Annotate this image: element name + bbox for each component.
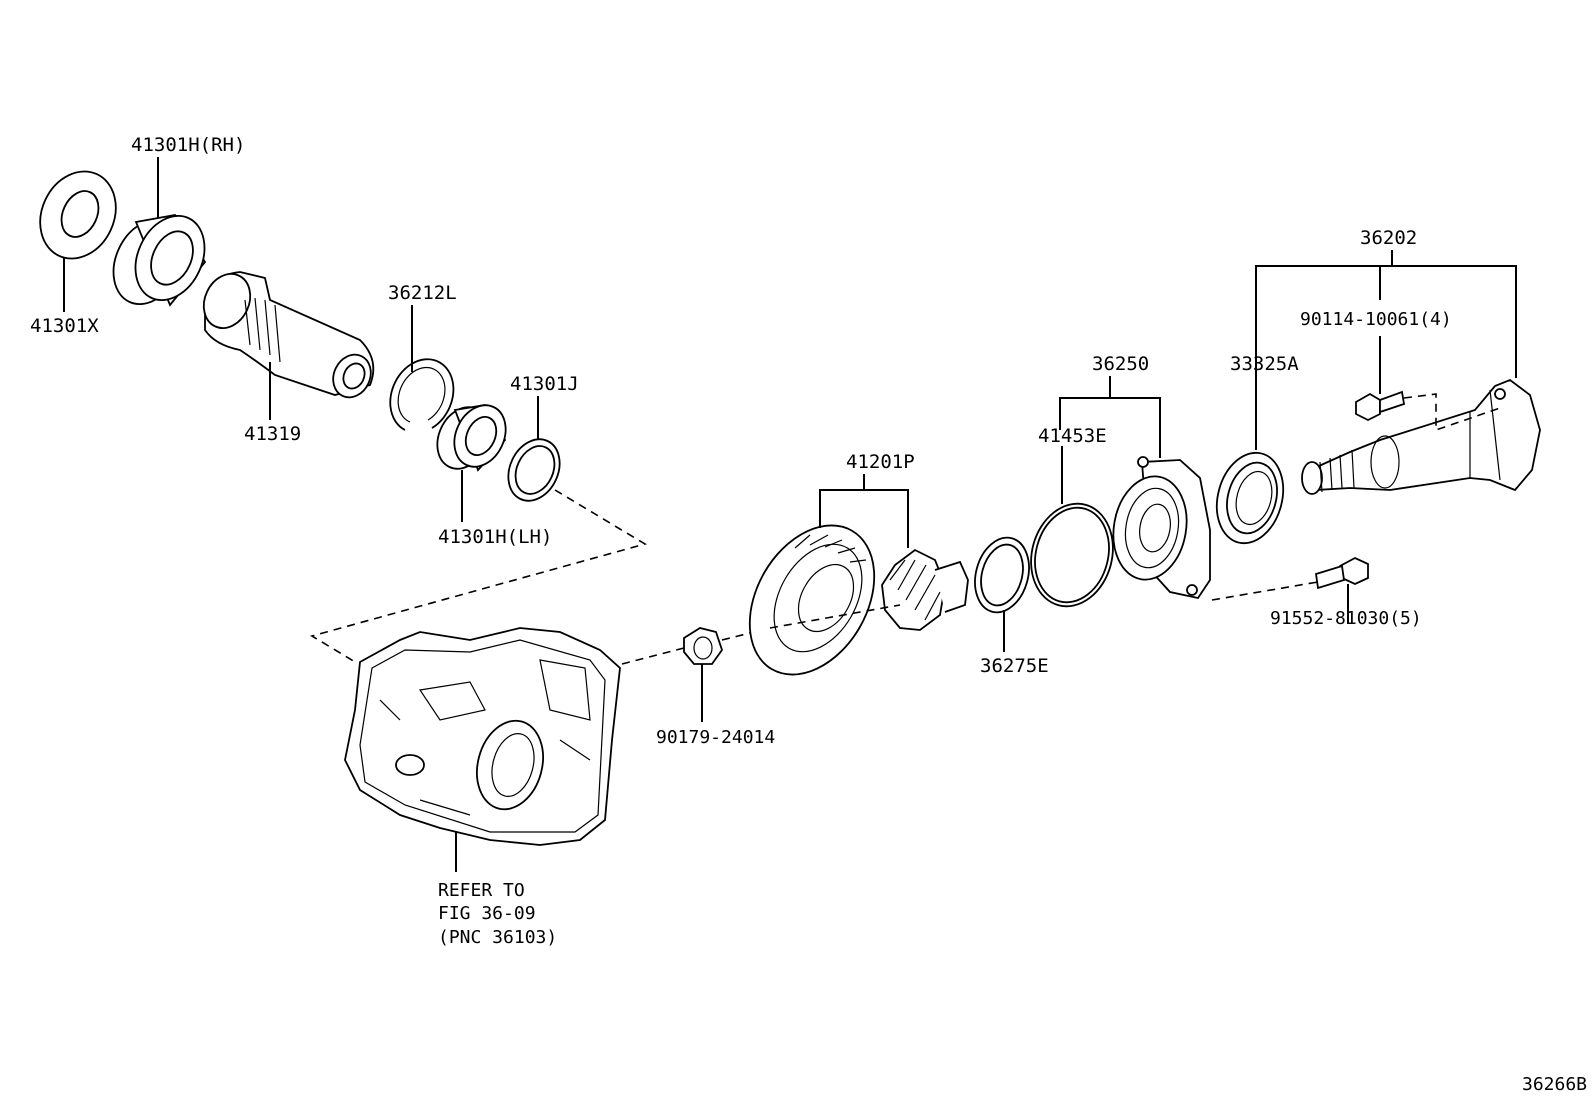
part-41453e-o-ring[interactable] [1020, 494, 1124, 615]
callout-41301h-lh[interactable]: 41301H(LH) [438, 526, 552, 548]
callout-36250[interactable]: 36250 [1092, 353, 1149, 375]
guide-line-left [309, 489, 648, 663]
callout-41319[interactable]: 41319 [244, 423, 301, 445]
callout-41301h-rh[interactable]: 41301H(RH) [131, 134, 245, 156]
part-90179-24014-plug[interactable] [683, 627, 723, 665]
callout-41201p[interactable]: 41201P [846, 451, 915, 473]
callout-36212l[interactable]: 36212L [388, 282, 457, 304]
part-41301h-rh-bearing[interactable] [100, 205, 217, 316]
callout-90179-24014[interactable]: 90179-24014 [656, 727, 775, 748]
refer-note-line2: FIG 36-09 [438, 903, 536, 924]
refer-note-line3: (PNC 36103) [438, 927, 557, 948]
part-91552-81030-bolt[interactable] [1315, 556, 1369, 590]
callout-36202[interactable]: 36202 [1360, 227, 1417, 249]
callout-41453e[interactable]: 41453E [1038, 425, 1107, 447]
guide-line-bolt-lower [1211, 581, 1319, 601]
part-36212l-snap-ring[interactable] [389, 358, 455, 431]
part-36202-output-flange[interactable] [1301, 378, 1541, 495]
guide-line-plug [621, 627, 771, 665]
callout-41301j[interactable]: 41301J [510, 373, 579, 395]
refer-note-line1: REFER TO [438, 880, 525, 901]
part-41201p-gear-set[interactable] [724, 503, 969, 697]
callout-90114-10061[interactable]: 90114-10061(4) [1300, 309, 1452, 330]
callout-41301x[interactable]: 41301X [30, 315, 99, 337]
part-41319-shaft[interactable] [195, 266, 377, 403]
callout-91552-81030[interactable]: 91552-81030(5) [1270, 608, 1422, 629]
bracket-36202 [1255, 265, 1517, 450]
part-41301h-lh-bearing[interactable] [428, 397, 516, 477]
part-41301j-washer[interactable] [499, 431, 570, 509]
part-transfer-housing[interactable] [344, 627, 621, 846]
part-36250-cover[interactable] [1106, 456, 1211, 600]
guide-line-bolt-upper [1403, 393, 1501, 432]
part-33325a-oil-seal[interactable] [1207, 445, 1293, 550]
part-90114-10061-bolt[interactable] [1355, 390, 1406, 422]
callout-36275e[interactable]: 36275E [980, 655, 1049, 677]
figure-id: 36266B [1522, 1074, 1587, 1095]
callout-33325a[interactable]: 33325A [1230, 353, 1299, 375]
part-36275e-shim[interactable] [967, 532, 1037, 619]
part-41301x-washer[interactable] [26, 159, 129, 271]
